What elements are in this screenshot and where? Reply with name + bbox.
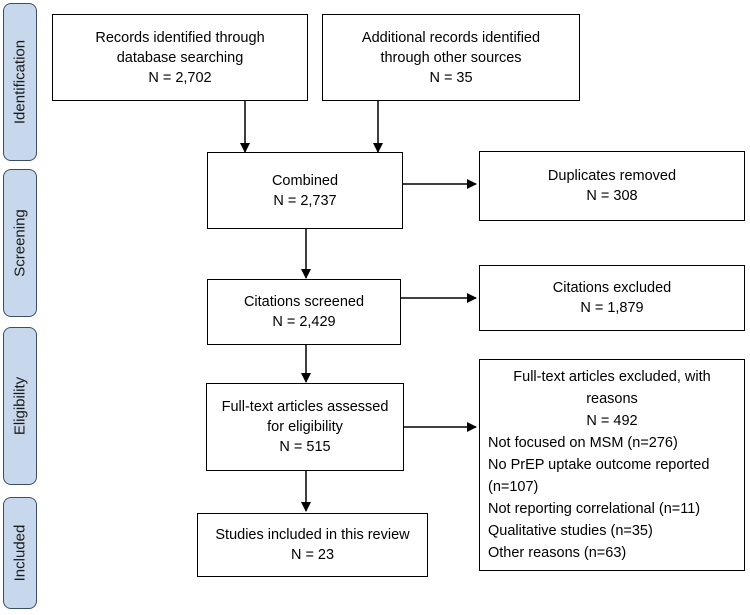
box-text: for eligibility	[267, 419, 343, 435]
box-other-sources: Additional records identified through ot…	[322, 14, 580, 101]
box-text: Citations screened	[243, 294, 365, 310]
box-count: N = 23	[290, 547, 335, 563]
box-count: N = 2,429	[272, 314, 336, 330]
box-count: N = 492	[586, 413, 638, 429]
exclusion-reason: No PrEP uptake outcome reported	[488, 457, 710, 473]
phase-identification: Identification	[3, 3, 37, 161]
exclusion-reason: Not reporting correlational (n=11)	[488, 501, 701, 517]
box-duplicates-removed: Duplicates removed N = 308	[479, 151, 745, 221]
box-text: Additional records identified	[361, 29, 541, 46]
box-text: database searching	[116, 49, 244, 66]
box-count: N = 515	[279, 439, 331, 455]
box-text: Duplicates removed	[547, 168, 677, 184]
box-database-search: Records identified through database sear…	[52, 14, 308, 101]
box-text: Combined	[271, 172, 339, 189]
phase-included: Included	[3, 497, 37, 609]
box-count: N = 308	[586, 188, 638, 204]
box-text: reasons	[586, 391, 638, 407]
box-citations-screened: Citations screened N = 2,429	[207, 279, 401, 345]
phase-screening: Screening	[3, 169, 37, 317]
box-text: Studies included in this review	[215, 527, 410, 543]
box-text: Full-text articles assessed	[221, 399, 389, 415]
box-text: Records identified through	[95, 29, 265, 46]
box-count: N = 1,879	[580, 300, 644, 316]
phase-eligibility: Eligibility	[3, 327, 37, 485]
box-fulltext-excluded: Full-text articles excluded, with reason…	[479, 359, 745, 571]
exclusion-reason: Qualitative studies (n=35)	[488, 523, 653, 539]
box-text: Citations excluded	[552, 280, 672, 296]
box-combined: Combined N = 2,737	[207, 152, 403, 229]
box-count: N = 2,737	[273, 192, 337, 209]
exclusion-reason: Not focused on MSM (n=276)	[488, 435, 678, 451]
box-text: through other sources	[380, 49, 522, 66]
box-count: N = 2,702	[148, 69, 212, 86]
box-studies-included: Studies included in this review N = 23	[197, 513, 428, 577]
exclusion-reason: (n=107)	[488, 479, 539, 495]
box-count: N = 35	[429, 69, 473, 86]
box-fulltext-assessed: Full-text articles assessed for eligibil…	[206, 383, 404, 471]
exclusion-reason: Other reasons (n=63)	[488, 545, 627, 561]
box-citations-excluded: Citations excluded N = 1,879	[479, 265, 745, 331]
box-text: Full-text articles excluded, with	[513, 369, 711, 385]
